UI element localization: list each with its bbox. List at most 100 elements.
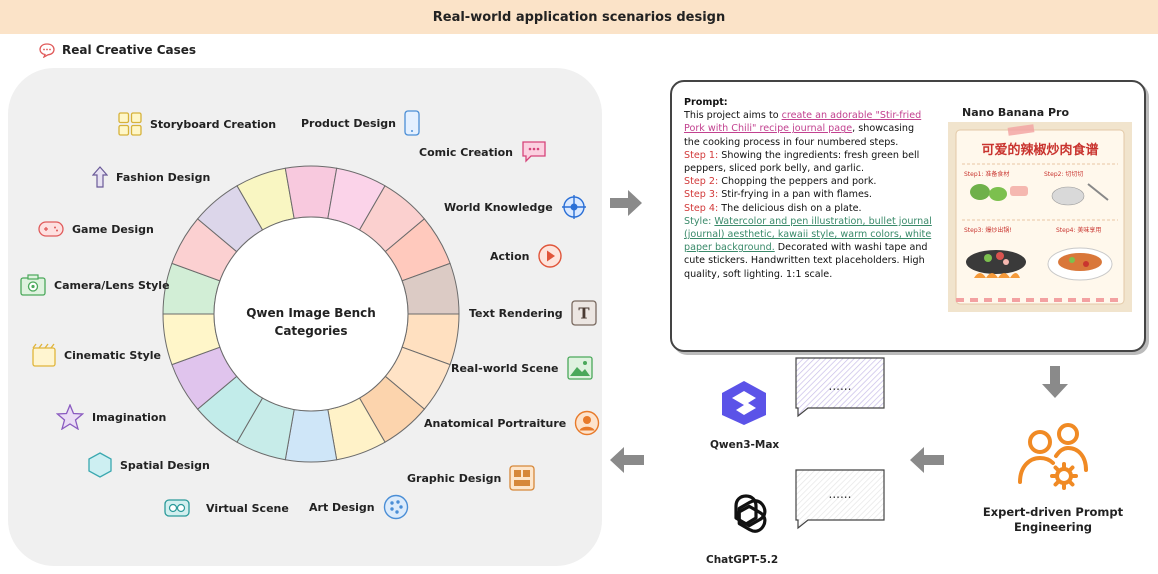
category-real-world-scene: Real-world Scene [451,356,593,380]
image-step2: Step2: 切切切 [1044,171,1083,178]
category-label: Comic Creation [419,145,514,159]
category-text-rendering: Text Rendering T [469,300,597,326]
step4-text: The delicious dish on a plate. [718,202,862,214]
vr-goggles-icon [164,498,190,518]
banner: Real-world application scenarios design [0,0,1158,34]
prompt-intro: This project aims to [684,110,782,122]
clapper-icon [32,343,56,367]
category-label: Graphic Design [407,471,502,485]
category-art-design: Art Design [309,494,409,520]
category-label: Anatomical Portraiture [424,416,567,430]
nano-banana-title: Nano Banana Pro [962,106,1070,119]
category-label: Imagination [92,410,167,424]
section-title-label: Real Creative Cases [62,43,197,57]
image-step3: Step3: 爆炒出锅! [964,226,1012,234]
layout-icon [509,465,535,491]
category-label: Product Design [301,116,396,130]
crosshair-icon [561,194,587,220]
openai-logo-icon [734,494,767,533]
category-label: Cinematic Style [64,348,161,362]
qwen-logo-icon [722,381,766,425]
category-label: Action [490,249,530,263]
style-rest: Decorated with washi tape and cute stick… [684,242,928,280]
category-label: Storyboard Creation [150,117,277,131]
category-label: Fashion Design [116,170,211,184]
step3-label: Step 3: [684,189,719,201]
prompt-link: create an adorable "Stir-fried Pork with… [684,110,922,135]
category-comic-creation: Comic Creation [419,140,547,164]
category-label: Spatial Design [120,458,210,472]
speech-bubble-icon [521,140,547,164]
hexagon-icon [88,452,112,478]
category-game-design: Game Design [38,220,154,238]
category-label: Game Design [72,222,154,236]
storyboard-grid-icon [118,112,142,136]
ring-center-line1: Qwen Image Bench [246,306,376,320]
recipe-journal-image: 可爱的辣椒炒肉食谱 Step1: 准备食材 Step2: 切切切 Step3: … [948,122,1132,312]
svg-text:T: T [578,305,590,323]
category-world-knowledge: World Knowledge [444,194,587,220]
image-step1: Step1: 准备食材 [964,170,1009,178]
category-spatial-design: Spatial Design [88,452,210,478]
category-label: Camera/Lens Style [54,278,170,292]
person-icon [574,410,600,436]
gamepad-icon [38,220,64,238]
camera-icon [20,274,46,296]
ring-center-label: Qwen Image Bench Categories [236,304,386,340]
prompt-after-link: , showcasing the cooking process in four… [684,123,915,148]
expert-line2: Engineering [1013,520,1093,534]
star-icon [56,404,84,430]
step1-label: Step 1: [684,149,719,161]
arrow-left-icon [910,447,944,473]
play-icon [537,243,563,269]
expert-line1: Expert-driven Prompt [982,505,1124,519]
category-imagination: Imagination [56,404,166,430]
category-fashion-design: Fashion Design [92,166,210,188]
category-action: Action [490,243,563,269]
step1-text: Showing the ingredients: fresh green bel… [684,149,920,175]
ring-center-line2: Categories [274,324,348,338]
chatgpt-output-bubble: ...... [795,469,885,530]
palette-icon [383,494,409,520]
category-label: Virtual Scene [206,501,289,515]
category-camera-lens-style: Camera/Lens Style [20,274,170,296]
shirt-arrow-icon [92,166,108,188]
category-anatomical-portraiture: Anatomical Portraiture [424,410,600,436]
prompt-text: Prompt: This project aims to create an a… [684,96,932,281]
category-storyboard-creation: Storyboard Creation [118,112,276,136]
banner-title: Real-world application scenarios design [432,9,726,25]
step2-text: Chopping the peppers and pork. [718,176,877,188]
section-title: Real Creative Cases [38,42,196,58]
qwen-output-bubble: ...... [795,357,885,418]
bubble-dots: ...... [829,379,852,393]
bubble-dots: ...... [829,487,852,501]
category-cinematic-style: Cinematic Style [32,343,161,367]
expert-label: Expert-driven Prompt Engineering [968,505,1138,535]
category-virtual-scene: Virtual Scene [164,498,289,518]
category-label: Real-world Scene [451,361,559,375]
text-t-icon: T [571,300,597,326]
style-label: Style: [684,215,715,227]
category-graphic-design: Graphic Design [407,465,535,491]
category-label: World Knowledge [444,200,553,214]
chatgpt-label: ChatGPT-5.2 [706,554,779,566]
arrow-right-icon [610,190,642,216]
image-title: 可爱的辣椒炒肉食谱 [981,142,1098,158]
image-step4: Step4: 美味享用 [1056,226,1101,234]
step4-label: Step 4: [684,202,719,214]
people-gear-icon [1018,423,1088,490]
category-product-design: Product Design [301,110,420,136]
qwen-label: Qwen3-Max [710,439,780,451]
arrow-down-icon [1042,366,1068,398]
ring-inner-circle [213,216,409,412]
arrow-left-icon [610,447,644,473]
step3-text: Stir-frying in a pan with flames. [718,189,872,201]
category-label: Text Rendering [469,306,563,320]
step2-label: Step 2: [684,176,719,188]
prompt-card: Prompt: This project aims to create an a… [670,80,1146,352]
chat-bubble-icon [39,43,55,58]
phone-icon [404,110,420,136]
category-label: Art Design [309,500,375,514]
style-link: Watercolor and pen illustration, bullet … [684,215,932,254]
